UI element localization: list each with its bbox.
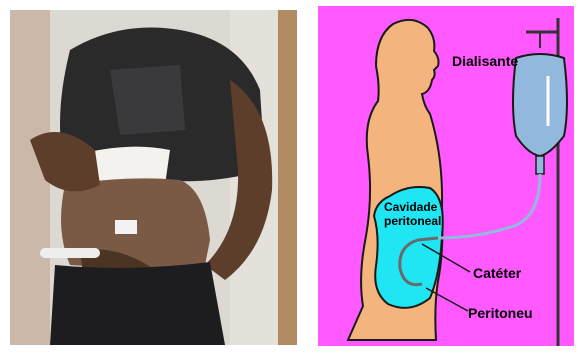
label-dialysate: Dialisante bbox=[452, 53, 518, 69]
patient-photo bbox=[10, 10, 297, 345]
label-catheter: Catéter bbox=[473, 265, 522, 281]
patient-photo-illustration bbox=[10, 10, 297, 345]
label-peritoneum: Peritoneu bbox=[468, 305, 533, 321]
drip-chamber bbox=[536, 156, 544, 174]
dialysate-bag bbox=[513, 54, 567, 156]
peritoneal-dialysis-diagram: Dialisante Cavidade peritoneal Catéter P… bbox=[318, 6, 574, 346]
diagram-canvas: Dialisante Cavidade peritoneal Catéter P… bbox=[318, 6, 574, 346]
label-cavity-line1: Cavidade bbox=[384, 200, 438, 214]
label-cavity-line2: peritoneal bbox=[384, 214, 441, 228]
